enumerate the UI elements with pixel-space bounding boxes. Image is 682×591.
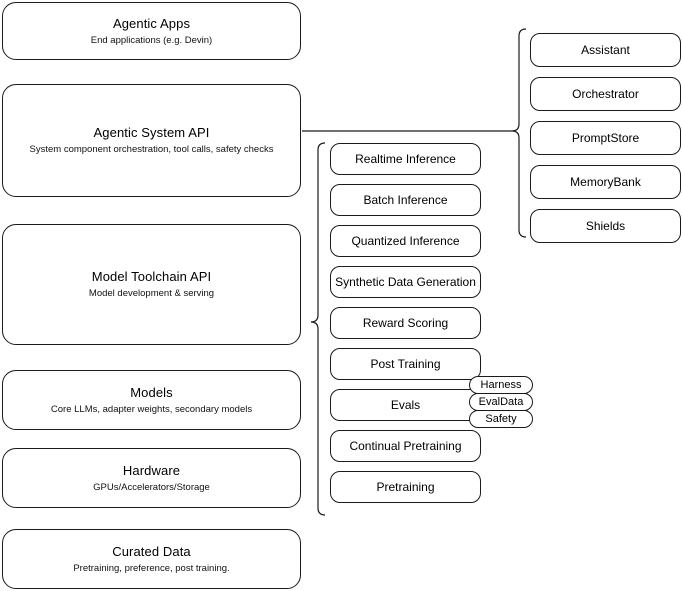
capability-box-post-training[interactable]: Post Training bbox=[330, 348, 481, 380]
component-box-promptstore[interactable]: PromptStore bbox=[530, 121, 681, 155]
component-label: MemoryBank bbox=[570, 175, 641, 189]
layer-title: Hardware bbox=[122, 462, 181, 478]
bracket-toolchain-capabilities bbox=[310, 142, 326, 516]
capability-label: Quantized Inference bbox=[351, 234, 460, 248]
capability-box-pretraining[interactable]: Pretraining bbox=[330, 471, 481, 503]
layer-subtitle: System component orchestration, tool cal… bbox=[29, 144, 274, 155]
layer-subtitle: Model development & serving bbox=[88, 288, 215, 299]
layer-title: Model Toolchain API bbox=[91, 269, 212, 284]
capability-label: Reward Scoring bbox=[362, 316, 449, 330]
capability-box-continual-pretraining[interactable]: Continual Pretraining bbox=[330, 430, 481, 462]
eval-badge-harness[interactable]: Harness bbox=[469, 376, 533, 394]
layer-box-model-toolchain-api[interactable]: Model Toolchain API Model development & s… bbox=[2, 224, 301, 345]
capability-box-batch-inference[interactable]: Batch Inference bbox=[330, 184, 481, 216]
component-box-memorybank[interactable]: MemoryBank bbox=[530, 165, 681, 199]
capability-label: Realtime Inference bbox=[355, 152, 456, 166]
component-label: Shields bbox=[585, 219, 626, 233]
layer-subtitle: Core LLMs, adapter weights, secondary mo… bbox=[50, 403, 253, 415]
bracket-system-components bbox=[511, 28, 527, 238]
capability-label: Evals bbox=[390, 398, 421, 412]
capability-box-evals[interactable]: Evals bbox=[330, 389, 481, 421]
capability-box-realtime-inference[interactable]: Realtime Inference bbox=[330, 143, 481, 175]
component-box-orchestrator[interactable]: Orchestrator bbox=[530, 77, 681, 111]
capability-label: Synthetic Data Generation bbox=[335, 275, 476, 289]
layer-subtitle: Pretraining, preference, post training. bbox=[73, 562, 230, 574]
capability-label: Continual Pretraining bbox=[349, 439, 462, 453]
layer-subtitle: End applications (e.g. Devin) bbox=[90, 34, 213, 46]
component-box-assistant[interactable]: Assistant bbox=[530, 33, 681, 67]
capability-box-synthetic-data-generation[interactable]: Synthetic Data Generation bbox=[330, 266, 481, 298]
capability-label: Post Training bbox=[370, 357, 441, 371]
component-label: Orchestrator bbox=[572, 87, 639, 101]
eval-badge-evaldata[interactable]: EvalData bbox=[469, 393, 533, 411]
layer-subtitle: GPUs/Accelerators/Storage bbox=[93, 481, 210, 493]
eval-badge-safety[interactable]: Safety bbox=[469, 410, 533, 428]
capability-box-reward-scoring[interactable]: Reward Scoring bbox=[330, 307, 481, 339]
capability-label: Batch Inference bbox=[363, 193, 448, 207]
layer-title: Agentic System API bbox=[93, 125, 210, 140]
component-label: PromptStore bbox=[571, 131, 640, 145]
capability-box-quantized-inference[interactable]: Quantized Inference bbox=[330, 225, 481, 257]
capability-label: Pretraining bbox=[376, 480, 435, 494]
layer-title: Models bbox=[130, 384, 173, 400]
component-box-shields[interactable]: Shields bbox=[530, 209, 681, 243]
layer-box-agentic-system-api[interactable]: Agentic System API System component orche… bbox=[2, 84, 301, 197]
layer-title: Agentic Apps bbox=[112, 15, 191, 31]
layer-title: Curated Data bbox=[112, 543, 191, 559]
component-label: Assistant bbox=[581, 43, 630, 57]
